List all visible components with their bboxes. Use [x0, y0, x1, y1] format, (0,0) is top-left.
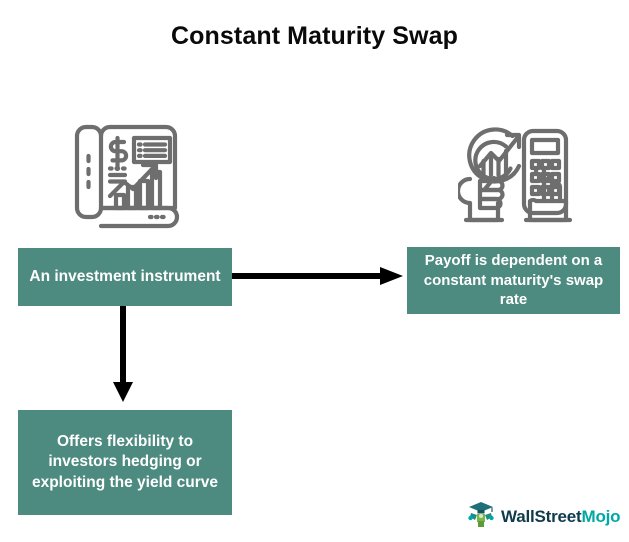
brand-word-primary: WallStreet [501, 506, 582, 526]
brand-logo: WallStreetMojo [466, 499, 621, 534]
fact-box-investment-label: An investment instrument [29, 267, 221, 285]
fact-box-investment: An investment instrument [18, 248, 232, 306]
brand-word-accent: Mojo [581, 506, 621, 526]
analysis-calculator-icon [455, 113, 576, 231]
arrow-down-icon [107, 306, 139, 411]
brand-wordmark: WallStreetMojo [501, 506, 621, 527]
fact-box-flexibility-label: Offers flexibility to investors hedging … [31, 432, 219, 491]
fact-box-flexibility: Offers flexibility to investors hedging … [18, 410, 232, 515]
graduation-cap-mascot-icon [466, 499, 496, 534]
fact-box-payoff-label: Payoff is dependent on a constant maturi… [423, 251, 604, 309]
fact-box-payoff: Payoff is dependent on a constant maturi… [407, 247, 620, 314]
page-title: Constant Maturity Swap [171, 22, 458, 50]
financial-report-icon [66, 113, 184, 231]
arrow-right-icon [232, 264, 408, 293]
